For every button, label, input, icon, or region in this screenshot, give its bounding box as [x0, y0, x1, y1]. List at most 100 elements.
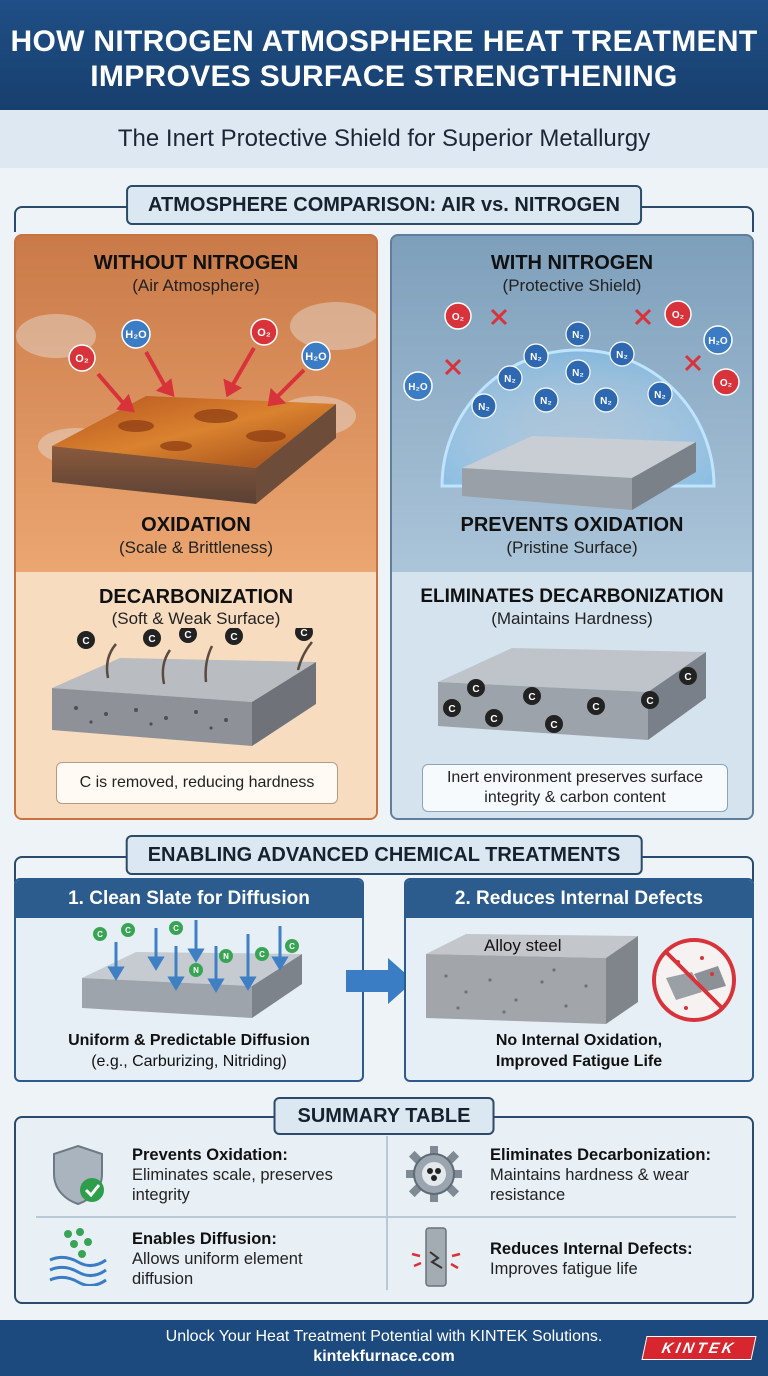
air-note: C is removed, reducing hardness: [56, 762, 338, 804]
blocked-x-icons: [444, 308, 702, 376]
summary-item-desc: Improves fatigue life: [490, 1260, 638, 1278]
summary-item-title: Enables Diffusion:: [132, 1230, 277, 1248]
molecule-label: O₂: [257, 327, 271, 339]
carbon-atom-icon: [641, 691, 659, 709]
title-line-1: HOW NITROGEN ATMOSPHERE HEAT TREATMENT: [10, 25, 758, 58]
atom-label: C: [173, 924, 179, 933]
slab-front: [82, 978, 252, 1018]
defects-caption-line-1: No Internal Oxidation,: [495, 1032, 663, 1049]
page-subtitle: The Inert Protective Shield for Superior…: [0, 110, 768, 168]
summary-heading: SUMMARY TABLE: [273, 1097, 495, 1135]
cracked-bar-icon: [411, 1227, 461, 1287]
clean-top-surface: [462, 436, 696, 478]
nitrogen-molecule-icon: [565, 321, 591, 347]
slab-side: [256, 404, 336, 504]
n2-label: N₂: [572, 368, 584, 379]
alloy-block-illustration: [426, 934, 736, 1024]
carbon-label: C: [230, 632, 237, 643]
nitrogen-decarb-title: ELIMINATES DECARBONIZATION: [420, 586, 724, 607]
summary-item-title: Prevents Oxidation:: [132, 1146, 288, 1164]
molecule-label: O₂: [452, 312, 464, 323]
summary-item-decarb: Eliminates Decarbonization: Maintains ha…: [490, 1146, 750, 1205]
nitrogen-decarb-subtitle: (Maintains Hardness): [491, 609, 653, 628]
n2-label: N₂: [540, 396, 552, 407]
diffusing-atom-icon: [219, 949, 233, 963]
molecule-label: O₂: [75, 353, 89, 365]
slab-front: [52, 688, 252, 746]
carbon-atom-icon: [225, 628, 243, 645]
diffusion-caption-line-1: Uniform & Predictable Diffusion: [68, 1032, 310, 1049]
nitrogen-molecule-icon: [497, 365, 523, 391]
diffusing-atom-icon: [189, 963, 203, 977]
slab-front: [462, 468, 632, 510]
atom-label: C: [289, 942, 295, 951]
footer: Unlock Your Heat Treatment Potential wit…: [0, 1320, 768, 1376]
water-molecule-icon: [121, 319, 151, 349]
summary-item-diffusion: Enables Diffusion: Allows uniform elemen…: [132, 1230, 382, 1289]
atom-label: N: [193, 966, 199, 975]
alloy-steel-label: Alloy steel: [484, 936, 562, 955]
carbon-label: C: [448, 704, 455, 715]
carbon-label: C: [528, 692, 535, 703]
nitrogen-note-line-2: integrity & carbon content: [484, 789, 666, 806]
summary-table: Prevents Oxidation: Eliminates scale, pr…: [14, 1116, 754, 1304]
air-decarb-title: DECARBONIZATION: [98, 586, 294, 608]
title-line-2: IMPROVES SURFACE STRENGTHENING: [90, 60, 678, 93]
nitrogen-title: WITH NITROGEN: [490, 252, 654, 274]
air-subtitle: (Air Atmosphere): [132, 276, 260, 295]
carbon-label: C: [490, 714, 497, 725]
air-oxidation-title: OXIDATION: [141, 514, 251, 536]
summary-item-desc: Eliminates scale, preserves: [132, 1166, 333, 1184]
carbon-atom-icon: [143, 629, 161, 647]
kintek-logo[interactable]: KINTEK: [641, 1336, 757, 1360]
molecule-label: H₂O: [408, 382, 428, 393]
slab-front: [52, 446, 256, 504]
nitrogen-molecule-icon: [471, 393, 497, 419]
rusty-top-surface: [52, 396, 336, 468]
nitrogen-molecule-icon: [609, 341, 635, 367]
carbon-atom-icon: [443, 699, 461, 717]
diffusion-slab-illustration: C C C N N C C: [82, 920, 302, 1018]
nitrogen-molecule-icon: [533, 387, 559, 413]
carbon-label: C: [82, 636, 89, 647]
water-molecule-icon: [403, 371, 433, 401]
page-title: HOW NITROGEN ATMOSPHERE HEAT TREATMENT I…: [0, 24, 768, 94]
nitrogen-note: Inert environment preserves surface inte…: [422, 764, 728, 812]
atom-label: C: [259, 950, 265, 959]
molecule-label: O₂: [672, 310, 684, 321]
footer-website-link[interactable]: kintekfurnace.com: [313, 1348, 455, 1365]
diffusion-card: 1. Clean Slate for Diffusion C C C N N C…: [14, 878, 364, 1082]
carbon-label: C: [592, 702, 599, 713]
block-front: [426, 954, 606, 1024]
header-banner: HOW NITROGEN ATMOSPHERE HEAT TREATMENT I…: [0, 0, 768, 110]
oxygen-molecule-icon: [68, 344, 96, 372]
nitrogen-molecule-icon: [647, 381, 673, 407]
carbon-label: C: [684, 672, 691, 683]
summary-divider-vertical: [386, 1136, 388, 1290]
n2-label: N₂: [616, 350, 628, 361]
air-oxidation-subtitle: (Scale & Brittleness): [119, 538, 273, 557]
slab-side: [252, 662, 316, 746]
n2-label: N₂: [530, 352, 542, 363]
air-panel: WITHOUT NITROGEN (Air Atmosphere): [14, 234, 378, 820]
diffusion-caption-line-2: (e.g., Carburizing, Nitriding): [91, 1053, 287, 1070]
molecule-label: H₂O: [125, 329, 147, 341]
arrow-right-icon: [346, 958, 414, 1004]
block-top: [426, 934, 638, 958]
summary-item-title: Reduces Internal Defects:: [490, 1240, 693, 1258]
defects-card: 2. Reduces Internal Defects Alloy steel …: [404, 878, 754, 1082]
atom-label: C: [125, 926, 131, 935]
summary-item-title: Eliminates Decarbonization:: [490, 1146, 711, 1164]
nitrogen-dome-illustration: N₂ N₂ N₂ N₂ N₂ N₂ N₂ N₂ N₂ O₂ O₂ H₂O H₂O…: [403, 300, 740, 510]
diffusion-card-title: 1. Clean Slate for Diffusion: [16, 880, 362, 918]
oxygen-molecule-icon: [664, 300, 692, 328]
carbon-label: C: [550, 720, 557, 731]
carbon-atom-icon: [545, 715, 563, 733]
n2-label: N₂: [572, 330, 584, 341]
diffusion-caption: Uniform & Predictable Diffusion (e.g., C…: [16, 1030, 362, 1072]
defects-caption: No Internal Oxidation, Improved Fatigue …: [406, 1030, 752, 1072]
diffusing-atom-icon: [121, 923, 135, 937]
oxygen-molecule-icon: [444, 302, 472, 330]
block-side: [606, 936, 638, 1024]
carbon-atom-icon: [467, 679, 485, 697]
